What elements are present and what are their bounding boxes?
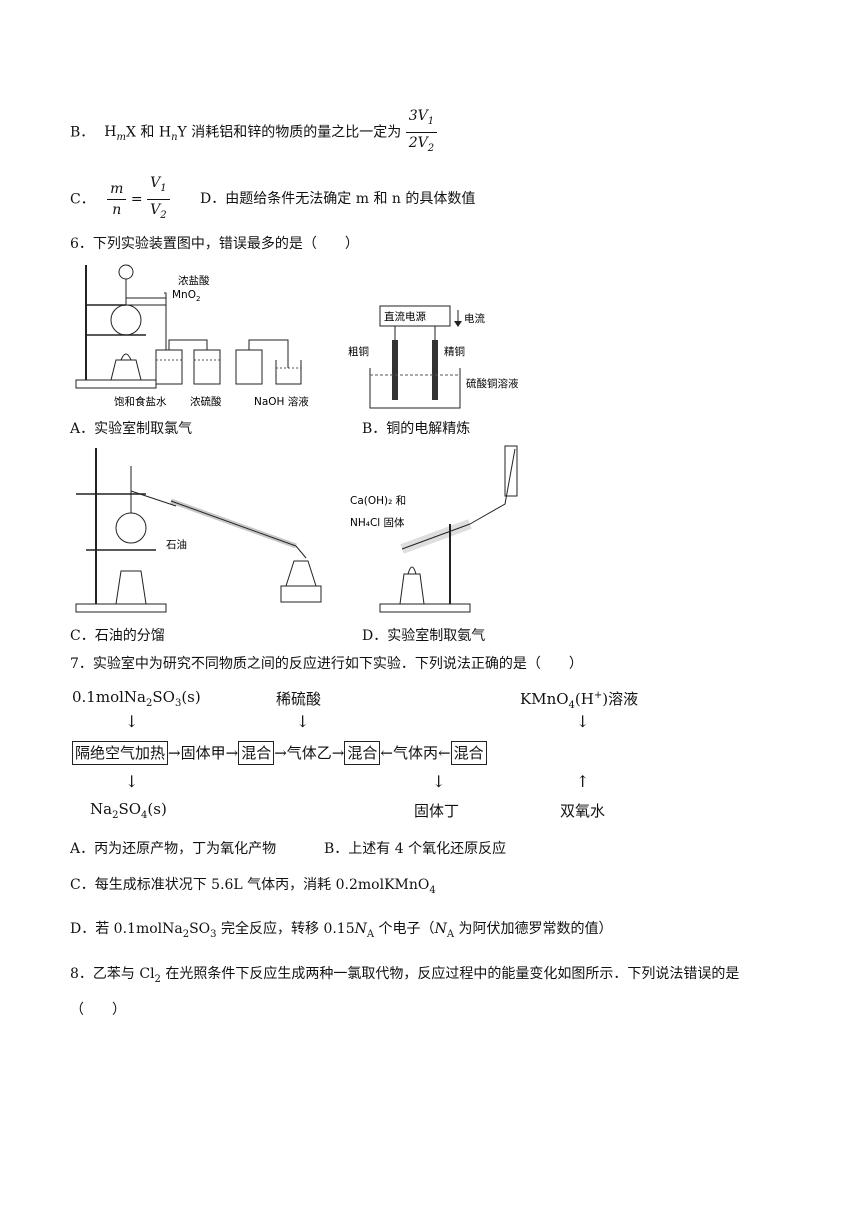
figure-a-chlorine-apparatus: 浓盐酸 MnO2 饱和食盐水 浓硫酸 NaOH 溶液	[75, 264, 309, 408]
q7-option-c: C．每生成标准状况下 5.6L 气体丙，消耗 0.2molKMnO4	[70, 877, 436, 896]
mix-box-1: 混合	[238, 741, 275, 765]
figure-c-caption: C．石油的分馏	[70, 628, 165, 644]
label-conc-hcl: 浓盐酸	[178, 274, 210, 287]
product-na2so4: Na2SO4(s)	[90, 800, 167, 821]
arrow-down-4: ↓	[125, 772, 139, 791]
q7-stem: 7．实验室中为研究不同物质之间的反应进行如下实验．下列说法正确的是（ ）	[70, 656, 583, 672]
label-saturated-brine: 饱和食盐水	[114, 395, 167, 408]
label-cuso4-solution: 硫酸铜溶液	[466, 377, 519, 390]
mix-box-2: 混合	[344, 741, 381, 765]
q5-option-c: C． m n = V1 V2 D．由题给条件无法确定 m 和 n 的具体数值	[70, 173, 475, 226]
figure-a-caption: A．实验室制取氯气	[70, 421, 193, 437]
arrow-down-2: ↓	[296, 712, 310, 731]
label-mno2: MnO2	[172, 289, 200, 303]
label-reagent-line2: NH₄Cl 固体	[350, 517, 405, 529]
label-dc-power: 直流电源	[384, 310, 426, 323]
arrow-down-5: ↓	[432, 772, 446, 791]
kmno4-solution: KMnO4(H+)溶液	[520, 690, 639, 711]
figure-d-ammonia-apparatus: Ca(OH)₂ 和 NH₄Cl 固体	[350, 445, 518, 613]
figure-b-electrolysis-apparatus: 直流电源 电流 粗铜 精铜 硫酸铜溶液	[348, 305, 519, 409]
q7-option-d: D．若 0.1molNa2SO3 完全反应，转移 0.15NA 个电子（NA 为…	[70, 921, 613, 940]
solid-jia: 固体甲	[180, 744, 226, 762]
q8-stem: 8．乙苯与 Cl2 在光照条件下反应生成两种一氯取代物，反应过程中的能量变化如图…	[70, 966, 740, 985]
arrow-down-3: ↓	[576, 712, 590, 731]
figure-b-caption: B．铜的电解精炼	[362, 421, 471, 437]
label-conc-sulfuric: 浓硫酸	[190, 395, 222, 408]
figure-d-caption: D．实验室制取氨气	[362, 628, 486, 644]
gas-bing: 气体丙	[392, 744, 438, 762]
label-current: 电流	[464, 312, 485, 325]
q5-option-b: B．HmX 和 HnY 消耗铝和锌的物质的量之比一定为 3V1 2V2	[70, 106, 438, 159]
solid-ding: 固体丁	[414, 802, 460, 820]
start-material: 0.1molNa2SO3(s)	[72, 688, 201, 709]
q8-stem-bracket: （ ）	[70, 1002, 126, 1018]
q7-option-a: A．丙为还原产物，丁为氧化产物	[70, 841, 277, 857]
mix-box-3: 混合	[450, 741, 487, 765]
gas-yi: 气体乙	[286, 744, 332, 762]
flow-row: 隔绝空气加热→固体甲→混合→气体乙→混合←气体丙←混合	[72, 741, 487, 765]
heat-isolated-box: 隔绝空气加热	[72, 741, 169, 765]
figure-c-distillation-apparatus: 石油	[75, 448, 322, 613]
label-reagent-line1: Ca(OH)₂ 和	[350, 495, 406, 507]
q5-option-d: D．由题给条件无法确定 m 和 n 的具体数值	[200, 191, 476, 208]
arrow-up-1: ↑	[576, 772, 590, 791]
hydrogen-peroxide: 双氧水	[560, 802, 606, 820]
q7-option-b: B．上述有 4 个氧化还原反应	[324, 841, 507, 857]
label-pure-copper: 精铜	[444, 345, 465, 358]
mn-fraction: m n	[107, 179, 127, 220]
ratio-fraction: 3V1 2V2	[405, 106, 438, 159]
dilute-sulfuric-acid: 稀硫酸	[276, 690, 322, 708]
arrow-down-1: ↓	[125, 712, 139, 731]
v-fraction: V1 V2	[147, 173, 170, 226]
label-naoh-solution: NaOH 溶液	[254, 395, 309, 408]
q6-stem: 6．下列实验装置图中，错误最多的是（ ）	[70, 236, 359, 252]
label-crude-copper: 粗铜	[348, 346, 369, 358]
label-petroleum: 石油	[166, 538, 187, 551]
